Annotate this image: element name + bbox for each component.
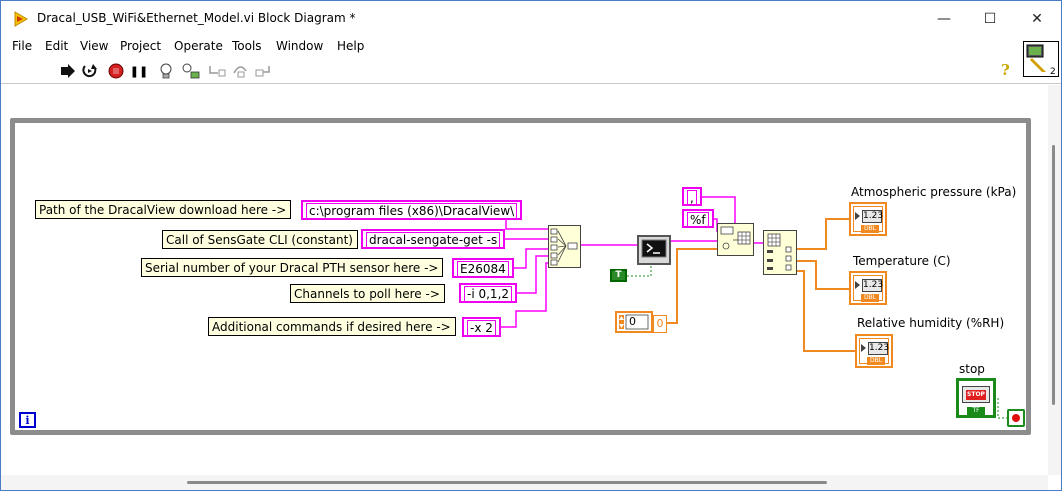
- svg-text:2: 2: [1050, 67, 1056, 76]
- concatenate-strings-node[interactable]: [548, 225, 581, 268]
- indicator-label-humidity: Relative humidity (%RH): [857, 316, 1005, 330]
- numeric-control[interactable]: 0: [615, 311, 653, 333]
- pause-button[interactable]: ❚❚: [130, 63, 148, 79]
- index-array-node[interactable]: [763, 230, 797, 275]
- const-additional[interactable]: -x 2: [462, 317, 501, 337]
- label-path: Path of the DracalView download here ->: [35, 200, 292, 219]
- retain-wire-values-icon: [182, 63, 200, 79]
- label-cli: Call of SensGate CLI (constant): [162, 230, 358, 249]
- menu-view[interactable]: View: [80, 39, 109, 53]
- step-into-icon: [209, 66, 226, 77]
- iteration-terminal[interactable]: i: [19, 412, 36, 428]
- menu-help[interactable]: Help: [337, 39, 365, 53]
- dbl-tag: DBL: [861, 294, 879, 302]
- vertical-scrollbar[interactable]: [1048, 85, 1061, 475]
- highlight-execution-button[interactable]: [157, 63, 175, 79]
- label-channels: Channels to poll here ->: [290, 284, 445, 303]
- run-button[interactable]: [59, 63, 77, 79]
- retain-wire-values-button[interactable]: [182, 63, 200, 79]
- concatenate-icon: [550, 228, 578, 266]
- abort-button[interactable]: [107, 63, 125, 79]
- const-channels-text: -i 0,1,2: [464, 286, 513, 302]
- pause-icon: ❚❚: [129, 64, 149, 78]
- spreadsheet-icon: [720, 226, 751, 250]
- step-into-button[interactable]: [208, 63, 226, 79]
- window-title: Dracal_USB_WiFi&Ethernet_Model.vi Block …: [37, 11, 356, 25]
- menu-operate[interactable]: Operate: [174, 39, 223, 53]
- step-over-button[interactable]: [232, 63, 250, 79]
- menu-edit[interactable]: Edit: [45, 39, 69, 53]
- step-out-icon: [255, 66, 270, 77]
- close-button[interactable]: ✕: [1014, 1, 1060, 37]
- dbl-tag: DBL: [861, 225, 879, 233]
- stop-label: stop: [959, 362, 985, 376]
- loop-condition-terminal[interactable]: [1007, 409, 1025, 427]
- lightbulb-icon: [160, 63, 172, 79]
- stop-face: STOP: [966, 390, 986, 400]
- toolbar: ❚❚: [1, 58, 1061, 84]
- minimize-icon: —: [937, 11, 951, 27]
- const-serial-text: E26084: [457, 261, 509, 277]
- indicator-pressure-value: 1.23: [862, 210, 884, 223]
- while-loop[interactable]: [10, 118, 1031, 435]
- indicator-label-pressure: Atmospheric pressure (kPa): [851, 185, 1017, 199]
- const-path-text: c:\program files (x86)\DracalView\: [306, 203, 518, 219]
- horizontal-scrollbar[interactable]: [1, 475, 1048, 490]
- stop-button-terminal[interactable]: STOP TF: [956, 378, 996, 418]
- abort-icon: [108, 63, 124, 79]
- const-additional-text: -x 2: [467, 320, 496, 336]
- terminal-icon: [641, 239, 667, 258]
- step-out-button[interactable]: [255, 63, 273, 79]
- run-continuously-icon: [82, 64, 97, 78]
- dbl-tag: DBL: [867, 357, 885, 365]
- close-icon: ✕: [1031, 11, 1043, 27]
- const-delimiter[interactable]: ,: [682, 187, 702, 206]
- numeric-constant[interactable]: 0: [653, 315, 667, 333]
- index-array-icon: [767, 233, 792, 271]
- indicator-humidity-value: 1.23: [868, 342, 890, 355]
- numeric-spinner: [619, 314, 649, 330]
- numeric-control-value: 0: [629, 315, 636, 328]
- spreadsheet-string-to-array-node[interactable]: [717, 223, 754, 256]
- vertical-scroll-thumb[interactable]: [1052, 145, 1055, 405]
- menu-bar: File Edit View Project Operate Tools Win…: [1, 37, 1061, 57]
- menu-tools[interactable]: Tools: [232, 39, 262, 53]
- const-channels[interactable]: -i 0,1,2: [459, 283, 518, 303]
- indicator-label-temperature: Temperature (C): [853, 254, 951, 268]
- title-bar: Dracal_USB_WiFi&Ethernet_Model.vi Block …: [1, 1, 1061, 37]
- vi-connector-icon: 2: [1026, 44, 1056, 77]
- context-help-button[interactable]: ?: [1001, 61, 1010, 79]
- label-additional: Additional commands if desired here ->: [208, 317, 456, 336]
- step-over-icon: [233, 66, 247, 78]
- boolean-true-constant[interactable]: T: [610, 269, 627, 282]
- const-format-text: %f: [687, 212, 709, 228]
- label-serial: Serial number of your Dracal PTH sensor …: [141, 258, 444, 277]
- const-delimiter-text: ,: [687, 190, 697, 206]
- const-serial[interactable]: E26084: [452, 258, 514, 278]
- horizontal-scroll-thumb[interactable]: [187, 481, 827, 484]
- const-path[interactable]: c:\program files (x86)\DracalView\: [301, 200, 523, 220]
- run-arrow-icon: [61, 64, 75, 78]
- maximize-icon: ☐: [983, 11, 997, 27]
- minimize-button[interactable]: —: [921, 1, 967, 37]
- const-format[interactable]: %f: [682, 209, 714, 228]
- menu-project[interactable]: Project: [120, 39, 162, 53]
- indicator-temperature-value: 1.23: [862, 279, 884, 292]
- vi-icon[interactable]: 2: [1023, 41, 1059, 77]
- labview-app-icon: [14, 11, 28, 27]
- const-cli-text: dracal-sengate-get -s: [366, 232, 501, 248]
- tf-tag: TF: [967, 407, 985, 415]
- run-continuously-button[interactable]: [81, 63, 99, 79]
- maximize-button[interactable]: ☐: [967, 1, 1013, 37]
- menu-file[interactable]: File: [12, 39, 33, 53]
- menu-window[interactable]: Window: [276, 39, 324, 53]
- system-exec-node[interactable]: [637, 235, 671, 265]
- const-cli[interactable]: dracal-sengate-get -s: [361, 229, 506, 249]
